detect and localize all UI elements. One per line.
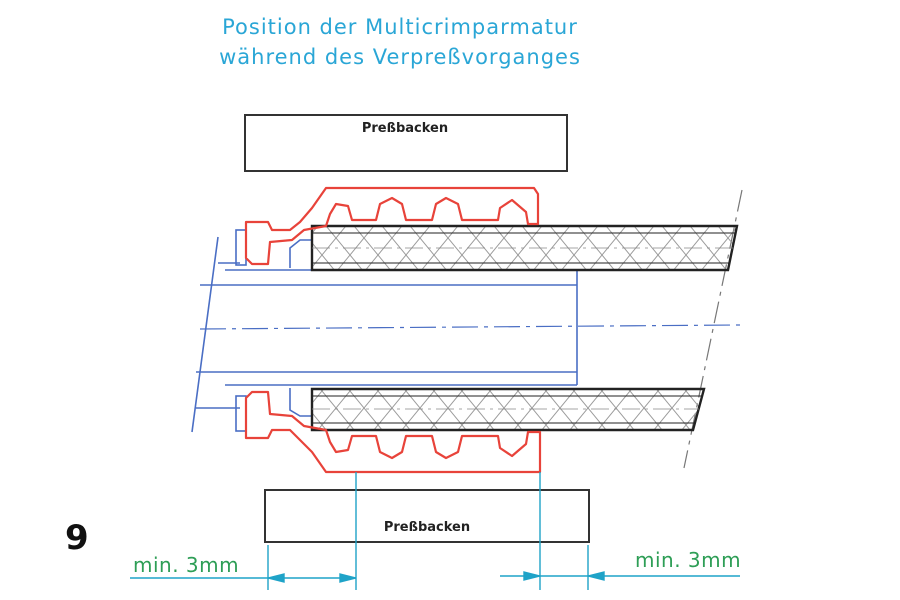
- press-jaw-top: [244, 114, 568, 172]
- figure-number: 9: [65, 518, 89, 558]
- crimp-sleeve-top: [244, 186, 540, 266]
- press-jaw-bottom: [264, 489, 590, 543]
- dimension-lines: [130, 571, 740, 583]
- diagram-title-line-1: Position der Multicrimparmatur: [222, 15, 578, 39]
- press-jaw-top-label: Preßbacken: [361, 121, 449, 136]
- hose-bottom: [310, 387, 706, 432]
- dimension-label-right: min. 3mm: [635, 548, 742, 572]
- press-jaw-bottom-label: Preßbacken: [383, 520, 471, 535]
- dimension-extension-lines: [267, 472, 589, 590]
- diagram-title-line-2: während des Verpreßvorganges: [219, 45, 581, 69]
- crimp-sleeve-bottom: [244, 390, 542, 474]
- center-line: [199, 324, 741, 330]
- dimension-label-left: min. 3mm: [133, 553, 240, 577]
- hose-top: [310, 224, 739, 272]
